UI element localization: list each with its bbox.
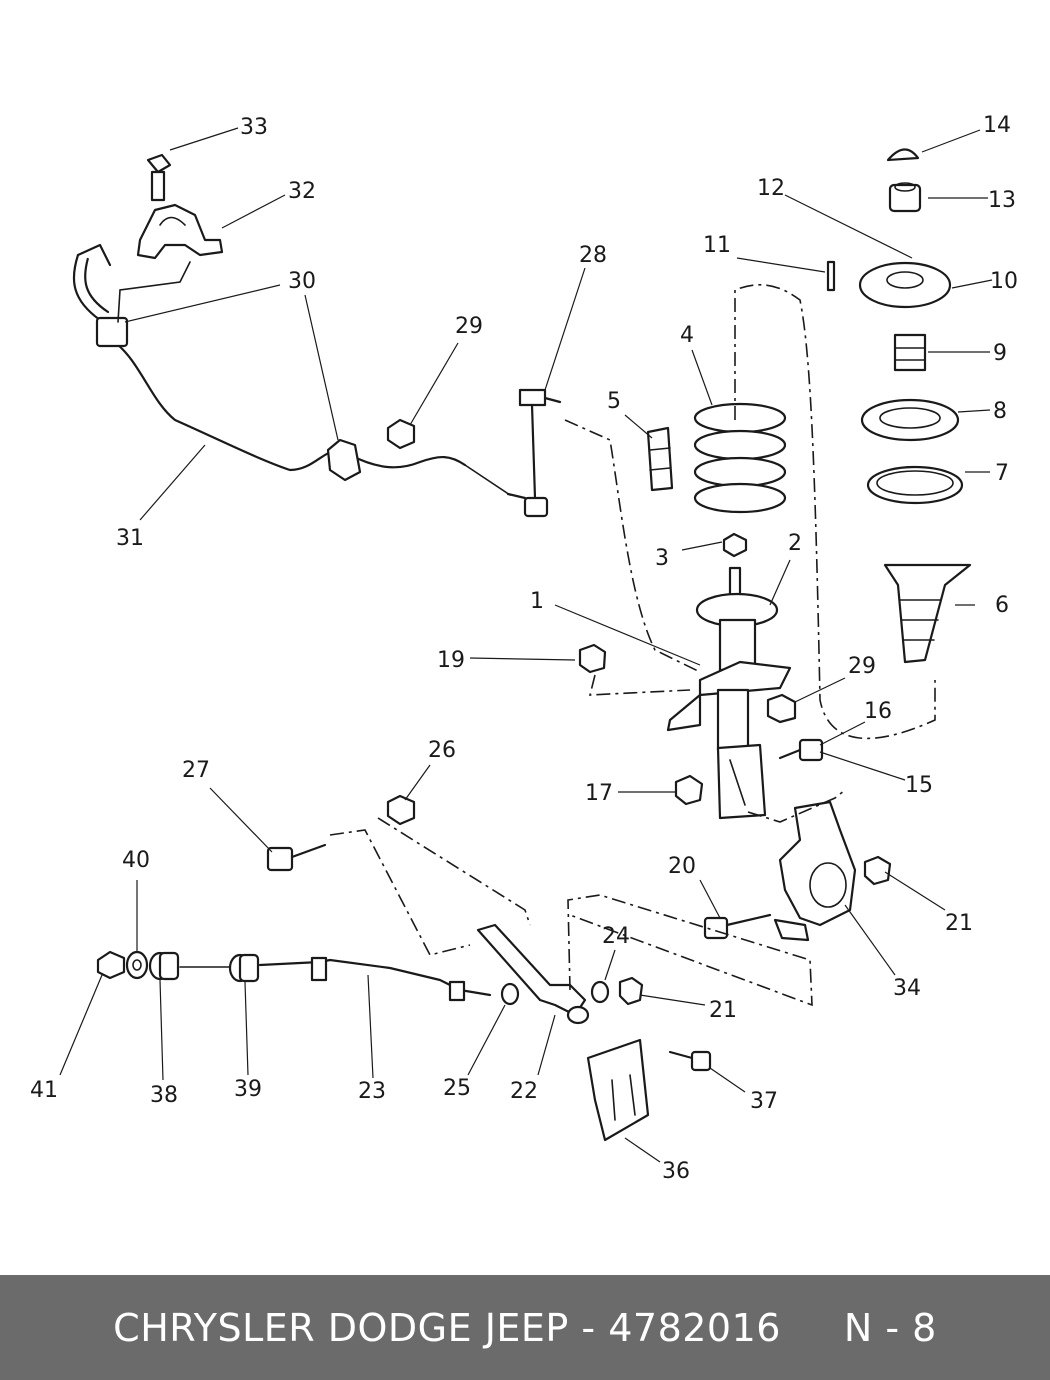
- bushing-24: [590, 980, 610, 1004]
- callout-4: 4: [680, 323, 694, 348]
- link-nut: [386, 418, 416, 450]
- upper-spring-seat: [860, 398, 960, 442]
- footer-caption: CHRYSLER DODGE JEEP - 4782016 N - 8: [113, 1305, 937, 1350]
- leader-lines: [59, 127, 993, 1163]
- callout-6: 6: [995, 593, 1009, 618]
- strut-flag-nut: [578, 643, 607, 674]
- callout-11: 11: [703, 233, 731, 258]
- callout-36: 36: [662, 1159, 690, 1184]
- callout-29-strut: 29: [848, 654, 876, 679]
- lower-arm-nut: [386, 794, 416, 826]
- strut-mount: [858, 261, 952, 309]
- callout-34: 34: [893, 976, 921, 1001]
- callout-23: 23: [358, 1079, 386, 1104]
- callout-14: 14: [983, 113, 1011, 138]
- strut-nut: [722, 532, 748, 558]
- dust-boot: [883, 563, 972, 664]
- callout-5: 5: [607, 389, 621, 414]
- callout-1: 1: [530, 589, 544, 614]
- callout-21-lower: 21: [709, 998, 737, 1023]
- knuckle-nut: [863, 855, 892, 886]
- stabilizer-link: [464, 388, 562, 518]
- callout-31: 31: [116, 526, 144, 551]
- suspension-exploded-diagram: 1 2 3 4 5 6 7 8 9 10 11 12 13 14 15 16 1…: [30, 113, 1018, 1184]
- callout-10: 10: [990, 269, 1018, 294]
- callout-19: 19: [437, 648, 465, 673]
- splash-shield: [586, 1038, 650, 1142]
- callout-29-link: 29: [455, 314, 483, 339]
- mount-stud: [826, 260, 836, 292]
- shield-bolt: [668, 1050, 712, 1072]
- callout-17: 17: [585, 781, 613, 806]
- bushing-retainer: [136, 203, 224, 260]
- callout-40: 40: [122, 848, 150, 873]
- nut-21-lower: [618, 976, 644, 1006]
- callout-9: 9: [993, 341, 1007, 366]
- callout-12: 12: [757, 176, 785, 201]
- callout-38: 38: [150, 1083, 178, 1108]
- coil-spring: [693, 402, 787, 514]
- jounce-bumper: [893, 333, 927, 372]
- callout-26: 26: [428, 738, 456, 763]
- mount-cap: [886, 148, 920, 162]
- retainer-bolt: [146, 153, 172, 202]
- callout-39: 39: [234, 1077, 262, 1102]
- bushing-25: [500, 982, 520, 1006]
- bushing-38: [148, 951, 180, 981]
- strut-assembly: [666, 566, 792, 820]
- footer-bar: CHRYSLER DODGE JEEP - 4782016 N - 8: [0, 1275, 1050, 1380]
- knuckle-bolt: [703, 913, 772, 940]
- callout-25: 25: [443, 1076, 471, 1101]
- washer-40: [125, 950, 149, 980]
- callout-21-knuckle: 21: [945, 911, 973, 936]
- spring-isolator: [866, 465, 964, 505]
- callout-37: 37: [750, 1089, 778, 1114]
- stabilizer-bushing: [326, 438, 362, 482]
- callout-27: 27: [182, 758, 210, 783]
- callout-32: 32: [288, 179, 316, 204]
- strut-nut-17: [674, 774, 704, 806]
- callout-13: 13: [988, 188, 1016, 213]
- callout-28: 28: [579, 243, 607, 268]
- callout-24: 24: [602, 924, 630, 949]
- jounce-bumper-pad: [646, 426, 674, 492]
- callout-3: 3: [655, 546, 669, 571]
- stabilizer-bar: [72, 243, 467, 472]
- steering-knuckle: [773, 800, 857, 942]
- callout-2: 2: [788, 531, 802, 556]
- bushing-39: [228, 953, 260, 983]
- mount-bushing: [888, 182, 922, 213]
- strut-bolt: [778, 738, 824, 762]
- callout-20: 20: [668, 854, 696, 879]
- tension-strut: [258, 956, 492, 1002]
- callout-7: 7: [995, 461, 1009, 486]
- callout-41: 41: [30, 1078, 58, 1103]
- strut-nut-29: [766, 693, 797, 724]
- lower-arm-bolt: [266, 843, 327, 872]
- callout-15: 15: [905, 773, 933, 798]
- nut-41: [96, 950, 126, 980]
- callout-8: 8: [993, 399, 1007, 424]
- callout-labels: 1 2 3 4 5 6 7 8 9 10 11 12 13 14 15 16 1…: [30, 113, 1018, 1184]
- callout-22: 22: [510, 1079, 538, 1104]
- callout-16: 16: [864, 699, 892, 724]
- callout-30: 30: [288, 269, 316, 294]
- callout-33: 33: [240, 115, 268, 140]
- lower-control-arm: [476, 923, 590, 1025]
